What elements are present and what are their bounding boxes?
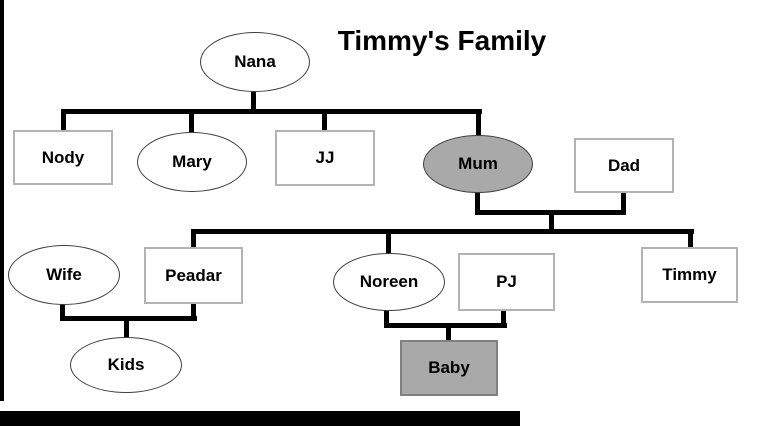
node-pj[interactable]: PJ [458, 253, 555, 311]
node-peadar[interactable]: Peadar [144, 247, 243, 304]
connector-dad-stub [621, 190, 626, 213]
connector-wife-stub [60, 303, 65, 319]
connector-gen2-sibling-line [61, 109, 482, 114]
connector-drop-kids [124, 321, 129, 339]
connector-drop-timmy [688, 234, 693, 250]
connector-mum-dad-down [549, 213, 554, 231]
connector-drop-baby [446, 328, 451, 342]
node-label: PJ [496, 272, 517, 291]
connector-drop-nody [61, 112, 66, 134]
connector-drop-mum [476, 112, 481, 140]
connector-noreen-stub [384, 308, 389, 326]
node-mary[interactable]: Mary [137, 132, 247, 192]
window-edge-left [0, 0, 4, 401]
node-label: Mary [172, 152, 212, 171]
node-dad[interactable]: Dad [574, 138, 674, 193]
connector-drop-mary [189, 112, 194, 136]
node-wife[interactable]: Wife [8, 245, 120, 305]
node-nana[interactable]: Nana [200, 32, 310, 92]
node-jj[interactable]: JJ [275, 130, 375, 186]
node-label: Wife [46, 265, 82, 284]
node-label: Kids [107, 355, 145, 374]
connector-gen3-sibling-line [191, 229, 694, 234]
connector-wife-peadar-marriage-line [60, 316, 197, 321]
window-edge-bottom [0, 411, 520, 426]
connector-drop-jj [322, 112, 327, 134]
connector-mum-stub [475, 189, 480, 213]
node-nody[interactable]: Nody [13, 130, 113, 185]
connector-pj-stub [501, 308, 506, 326]
node-label: JJ [315, 148, 335, 167]
node-label: Dad [607, 155, 641, 175]
node-label: Nana [234, 52, 276, 71]
node-baby[interactable]: Baby [400, 340, 498, 396]
node-timmy[interactable]: Timmy [641, 247, 738, 303]
node-label: Timmy [662, 265, 717, 284]
node-label: Baby [428, 358, 470, 377]
node-label: Peadar [165, 265, 222, 285]
node-mum[interactable]: Mum [423, 135, 533, 193]
connector-noreen-pj-marriage-line [384, 323, 507, 328]
connector-drop-noreen [386, 234, 391, 256]
node-kids[interactable]: Kids [70, 337, 182, 393]
diagram-title: Timmy's Family [337, 25, 547, 56]
connector-mum-dad-marriage-line [475, 210, 626, 215]
connector-nana-stub [251, 88, 256, 112]
connector-peadar-stub [191, 301, 196, 318]
node-label: Nody [41, 147, 85, 167]
connector-drop-peadar [191, 234, 196, 250]
node-label: Noreen [359, 272, 419, 291]
node-noreen[interactable]: Noreen [333, 253, 445, 311]
node-label: Mum [458, 154, 498, 173]
